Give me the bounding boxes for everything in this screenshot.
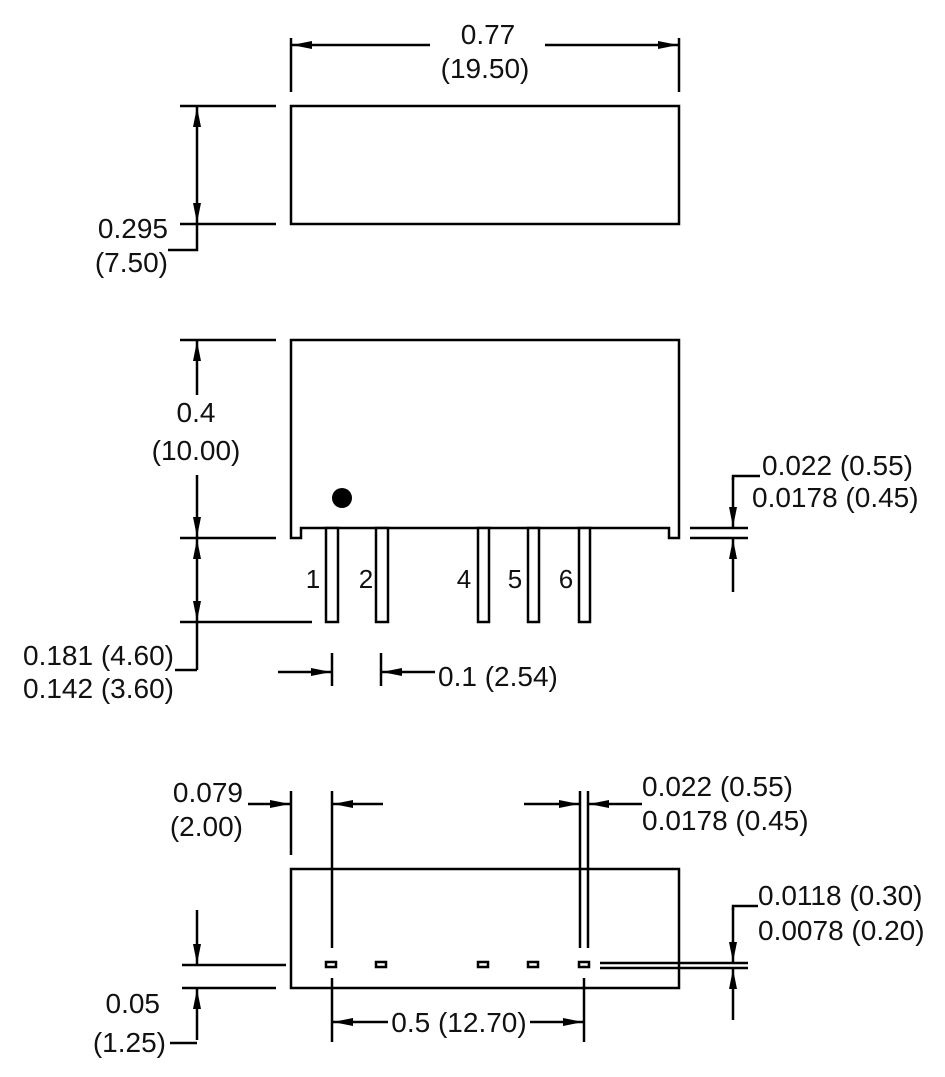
pin-label: 6 — [559, 564, 573, 594]
pin-2 — [374, 526, 390, 624]
pin-label: 4 — [457, 564, 471, 594]
standoff-mm-label: (1.25) — [93, 1027, 166, 1058]
height-mm-label: (10.00) — [152, 435, 241, 466]
top-view: 0.77 (19.50) 0.295 (7.50) — [95, 19, 681, 278]
side-body-outline — [289, 338, 681, 540]
pin-width-min-label: 0.0178 (0.45) — [642, 805, 809, 836]
edge-mm-label: (2.00) — [170, 811, 243, 842]
pin1-marker-dot — [332, 488, 352, 508]
width-in-label: 0.77 — [461, 19, 516, 50]
pin-span-label: 0.5 (12.70) — [391, 1007, 526, 1038]
pin-thickness-min-label: 0.0178 (0.45) — [752, 482, 919, 513]
pin-5 — [526, 526, 541, 624]
side-view: 1 2 4 5 6 0.4 (10.00) 0.181 (4.60) 0.142… — [23, 338, 919, 704]
pin-thickness-max-label: 0.022 (0.55) — [762, 450, 913, 481]
pad-thickness-max-label: 0.0118 (0.30) — [758, 880, 923, 911]
standoff-in-label: 0.05 — [106, 988, 161, 1019]
depth-mm-label: (7.50) — [95, 247, 168, 278]
height-in-label: 0.4 — [177, 397, 216, 428]
pin-length-min-label: 0.142 (3.60) — [23, 673, 174, 704]
pin-label: 2 — [359, 564, 373, 594]
pin-pitch-label: 0.1 (2.54) — [438, 661, 558, 692]
edge-in-label: 0.079 — [173, 777, 243, 808]
pin-width-max-label: 0.022 (0.55) — [642, 771, 793, 802]
pin-6 — [577, 526, 592, 624]
pin-4 — [476, 526, 491, 624]
pin-label: 5 — [508, 564, 522, 594]
pin-1 — [324, 526, 340, 624]
top-body-outline — [289, 104, 681, 226]
width-mm-label: (19.50) — [441, 53, 530, 84]
pin-length-max-label: 0.181 (4.60) — [23, 640, 174, 671]
depth-in-label: 0.295 — [98, 213, 168, 244]
pin-label: 1 — [306, 564, 320, 594]
bottom-body-outline — [289, 867, 681, 990]
bottom-view: 0.079 (2.00) 0.022 (0.55) 0.0178 (0.45) … — [93, 771, 925, 1058]
pad-thickness-min-label: 0.0078 (0.20) — [758, 915, 925, 946]
